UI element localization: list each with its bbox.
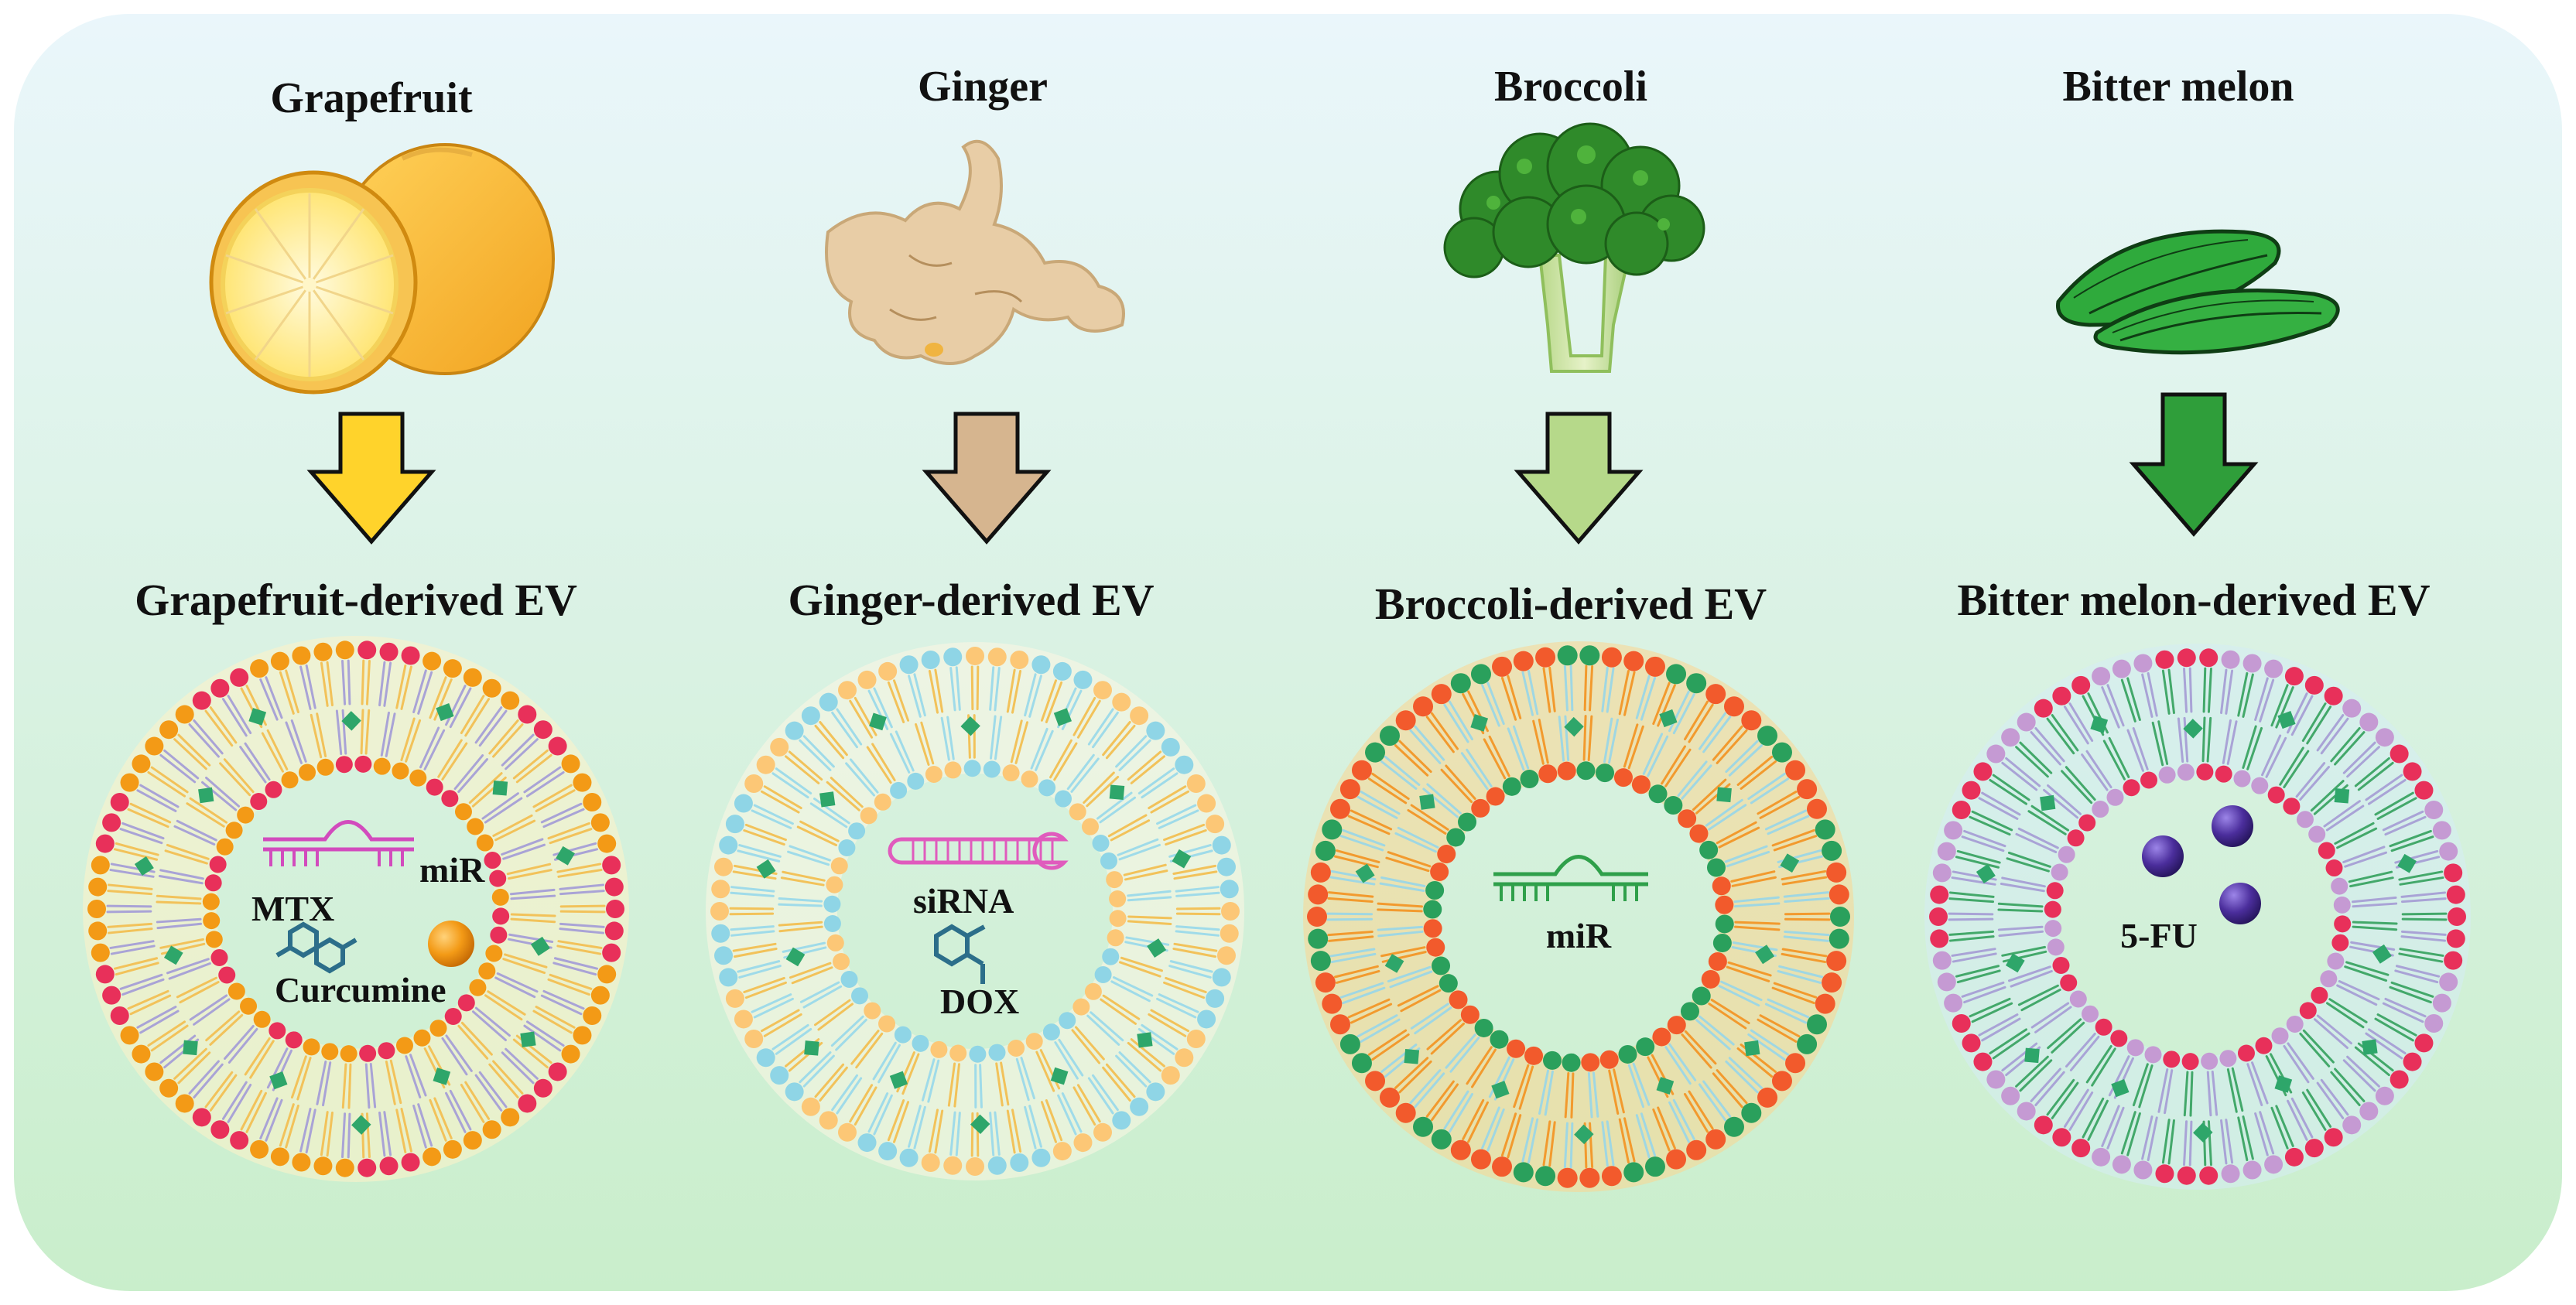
sirna-hairpin-icon (888, 832, 1069, 870)
source-label-bitter-melon: Bitter melon (2062, 63, 2294, 111)
cargo-mir-label: miR (419, 850, 485, 890)
mirna-icon (1493, 855, 1648, 901)
panel-broccoli: Broccoli Broccoli-derived EV (1303, 63, 1854, 1192)
down-arrow-icon (1514, 412, 1644, 545)
molecule-icon (934, 924, 986, 984)
background-panel (14, 14, 2562, 1291)
ev-vesicle-broccoli (1303, 641, 1854, 1192)
panel-ginger: Ginger Ginger-derived EV siRNA (706, 63, 1244, 1180)
ev-vesicle-ginger (706, 642, 1244, 1180)
ev-vesicle-bitter-melon (1924, 644, 2471, 1190)
drug-particle-icon (2219, 883, 2261, 924)
source-label-broccoli: Broccoli (1494, 63, 1647, 111)
source-label-grapefruit: Grapefruit (270, 74, 473, 122)
molecule-icon (275, 921, 357, 974)
broccoli-icon (1443, 122, 1705, 373)
cargo-sirna-label: siRNA (913, 881, 1014, 921)
panel-bitter-melon: Bitter melon Bitter melon-derived EV 5-F… (1924, 63, 2471, 1190)
ginger-icon (825, 139, 1125, 365)
cargo-curcumine-label: Curcumine (275, 970, 446, 1009)
ev-vesicle-grapefruit (83, 636, 629, 1182)
curcumin-particle-icon (428, 921, 474, 967)
cargo-5fu-label: 5-FU (2120, 916, 2198, 955)
cargo-mtx-label: MTX (251, 889, 334, 928)
bitter-melon-icon (2056, 229, 2340, 355)
ev-label-grapefruit: Grapefruit-derived EV (135, 575, 577, 625)
down-arrow-icon (922, 412, 1052, 545)
ev-label-ginger: Ginger-derived EV (788, 575, 1154, 625)
grapefruit-icon (209, 143, 555, 395)
cargo-mir-label: miR (1546, 916, 1612, 955)
mirna-icon (263, 820, 414, 866)
drug-particle-icon (2212, 805, 2253, 847)
ev-label-broccoli: Broccoli-derived EV (1375, 579, 1767, 629)
cargo-dox-label: DOX (940, 982, 1019, 1021)
ev-label-bitter-melon: Bitter melon-derived EV (1957, 575, 2430, 625)
panel-grapefruit: Grapefruit Grapefruit-derived EV (83, 74, 629, 1182)
drug-particle-icon (2142, 835, 2184, 877)
source-label-ginger: Ginger (918, 63, 1048, 111)
down-arrow-icon (306, 412, 436, 545)
down-arrow-icon (2129, 392, 2259, 537)
